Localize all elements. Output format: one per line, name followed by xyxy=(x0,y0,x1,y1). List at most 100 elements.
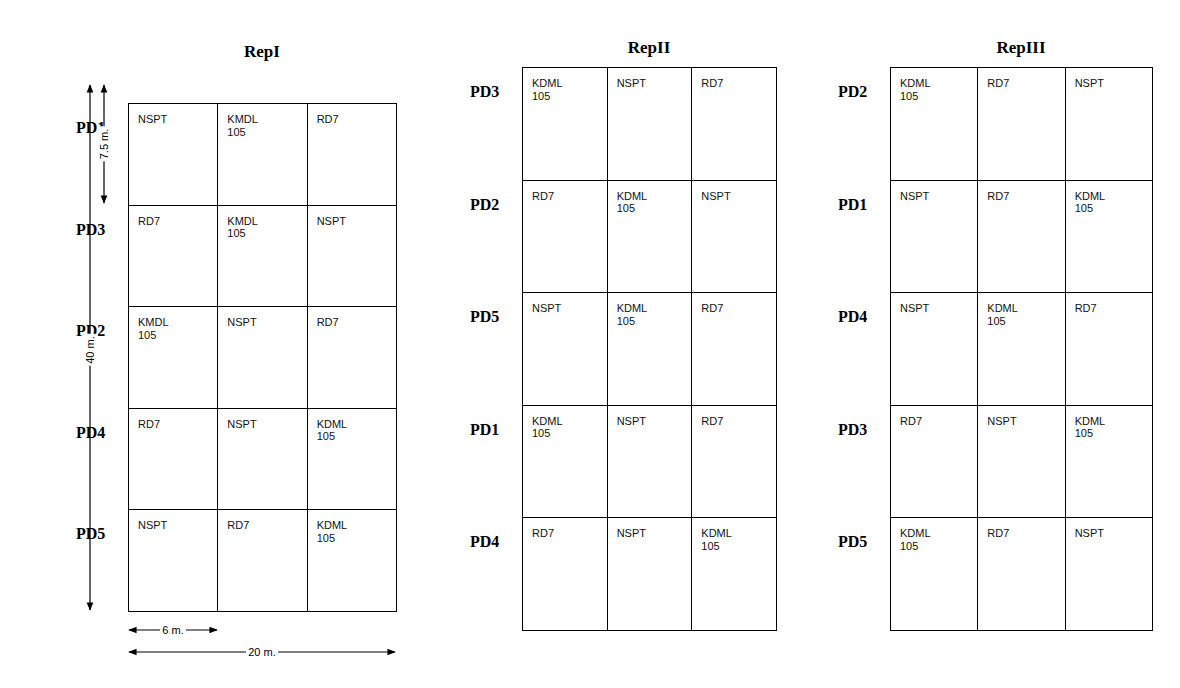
plot-cell: NSPT xyxy=(607,405,693,519)
plot-cell: NSPT xyxy=(607,517,693,631)
plot-cell: NSPT xyxy=(128,509,218,612)
variety-name: KDML 105 xyxy=(900,77,944,102)
variety-name: KDML 105 xyxy=(532,77,576,102)
variety-name: NSPT xyxy=(317,215,346,228)
variety-name: RD7 xyxy=(987,77,1009,90)
variety-name: NSPT xyxy=(138,519,167,532)
row-label: PD4 xyxy=(838,308,867,326)
plot-cell: KDML 105 xyxy=(607,180,693,294)
rep-title: RepI xyxy=(129,42,395,62)
variety-name: RD7 xyxy=(138,215,160,228)
plot-cell: RD7 xyxy=(128,205,218,308)
variety-name: NSPT xyxy=(617,77,646,90)
dimension-label: 20 m. xyxy=(246,646,278,658)
plot-cell: NSPT xyxy=(217,306,307,409)
plot-cell: RD7 xyxy=(890,405,978,519)
plot-cell: RD7 xyxy=(217,509,307,612)
plot-cell: RD7 xyxy=(977,517,1065,631)
variety-name: NSPT xyxy=(532,302,561,315)
plot-cell: RD7 xyxy=(522,517,608,631)
variety-name: NSPT xyxy=(987,415,1016,428)
variety-name: RD7 xyxy=(701,77,723,90)
row-label: PD3 xyxy=(76,221,105,239)
row-label: PD3 xyxy=(470,83,499,101)
plot-cell: KDML 105 xyxy=(1065,180,1153,294)
variety-name: KDML 105 xyxy=(1075,190,1119,215)
variety-name: RD7 xyxy=(701,415,723,428)
plot-cell: KDML 105 xyxy=(1065,405,1153,519)
variety-name: KDML 105 xyxy=(317,418,361,443)
row-label: PD5 xyxy=(76,525,105,543)
plot-cell: KDML 105 xyxy=(522,405,608,519)
variety-name: RD7 xyxy=(987,190,1009,203)
plot-cell: RD7 xyxy=(128,408,218,511)
variety-name: RD7 xyxy=(900,415,922,428)
plot-cell: NSPT xyxy=(607,67,693,181)
variety-name: KDML 105 xyxy=(1075,415,1119,440)
variety-name: RD7 xyxy=(532,190,554,203)
variety-name: RD7 xyxy=(138,418,160,431)
variety-name: NSPT xyxy=(617,527,646,540)
variety-name: KDML 105 xyxy=(317,519,361,544)
rep-title: RepII xyxy=(523,38,775,58)
plot-cell: KDML 105 xyxy=(691,517,777,631)
plot-cell: NSPT xyxy=(890,292,978,406)
row-label: PD5 xyxy=(838,533,867,551)
plot-cell: KDML 105 xyxy=(890,67,978,181)
dimension-label: 7.5 m. xyxy=(98,127,110,162)
row-label: PD1 xyxy=(838,196,867,214)
variety-name: NSPT xyxy=(900,302,929,315)
variety-name: NSPT xyxy=(900,190,929,203)
variety-name: KDML 105 xyxy=(617,302,661,327)
dimension-label: 6 m. xyxy=(160,624,185,636)
plot-cell: KDML 105 xyxy=(307,408,397,511)
dimension-label: 40 m. xyxy=(84,334,96,366)
plot-cell: NSPT xyxy=(1065,517,1153,631)
variety-name: NSPT xyxy=(1075,527,1104,540)
variety-name: RD7 xyxy=(227,519,249,532)
variety-name: RD7 xyxy=(1075,302,1097,315)
variety-name: KDML 105 xyxy=(701,527,745,552)
plot-cell: KMDL 105 xyxy=(217,205,307,308)
plot-cell: KMDL 105 xyxy=(217,103,307,206)
variety-name: KMDL 105 xyxy=(227,215,271,240)
variety-name: RD7 xyxy=(701,302,723,315)
plot-cell: RD7 xyxy=(1065,292,1153,406)
row-label: PD5 xyxy=(470,308,499,326)
replication-block: RepIIKDML 105NSPTRD7RD7KDML 105NSPTNSPTK… xyxy=(522,67,776,630)
variety-name: NSPT xyxy=(227,316,256,329)
plot-cell: RD7 xyxy=(691,67,777,181)
plot-cell: KDML 105 xyxy=(307,509,397,612)
variety-name: KDML 105 xyxy=(532,415,576,440)
plot-cell: RD7 xyxy=(307,306,397,409)
variety-name: NSPT xyxy=(138,113,167,126)
variety-name: NSPT xyxy=(1075,77,1104,90)
plot-cell: NSPT xyxy=(691,180,777,294)
variety-name: NSPT xyxy=(617,415,646,428)
row-label: PD2 xyxy=(838,83,867,101)
row-label: PD1 xyxy=(470,421,499,439)
plot-cell: NSPT xyxy=(977,405,1065,519)
plot-cell: RD7 xyxy=(977,67,1065,181)
variety-name: NSPT xyxy=(227,418,256,431)
row-label: PD4 xyxy=(76,424,105,442)
plot-cell: NSPT xyxy=(522,292,608,406)
variety-name: KDML 105 xyxy=(617,190,661,215)
variety-name: KDML 105 xyxy=(900,527,944,552)
plot-cell: NSPT xyxy=(307,205,397,308)
replication-block: RepINSPTKMDL 105RD7RD7KMDL 105NSPTKMDL 1… xyxy=(128,103,396,611)
plot-cell: KDML 105 xyxy=(977,292,1065,406)
variety-name: KMDL 105 xyxy=(227,113,271,138)
plot-cell: NSPT xyxy=(128,103,218,206)
variety-name: KDML 105 xyxy=(987,302,1031,327)
variety-name: NSPT xyxy=(701,190,730,203)
plot-cell: RD7 xyxy=(691,292,777,406)
variety-name: RD7 xyxy=(987,527,1009,540)
plot-cell: NSPT xyxy=(890,180,978,294)
plot-cell: RD7 xyxy=(522,180,608,294)
row-label: PD4 xyxy=(470,533,499,551)
plot-cell: NSPT xyxy=(217,408,307,511)
plot-cell: RD7 xyxy=(977,180,1065,294)
plot-cell: KDML 105 xyxy=(522,67,608,181)
plot-cell: RD7 xyxy=(307,103,397,206)
